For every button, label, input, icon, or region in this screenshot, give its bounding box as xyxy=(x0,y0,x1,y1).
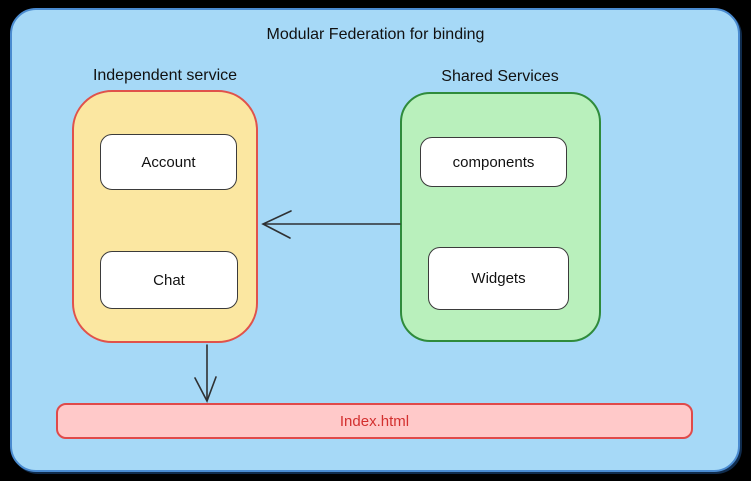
node-account[interactable]: Account xyxy=(100,134,237,190)
node-components[interactable]: components xyxy=(420,137,567,187)
node-index-html-label: Index.html xyxy=(339,412,410,430)
node-account-label: Account xyxy=(141,153,196,171)
group-label-shared-services: Shared Services xyxy=(441,68,559,85)
node-widgets-label: Widgets xyxy=(471,270,526,287)
node-widgets[interactable]: Widgets xyxy=(428,247,569,310)
node-index-html[interactable]: Index.html xyxy=(56,403,693,439)
diagram-title: Modular Federation for binding xyxy=(266,26,485,43)
node-components-label: components xyxy=(452,153,535,171)
node-chat[interactable]: Chat xyxy=(100,251,238,309)
node-chat-label: Chat xyxy=(153,271,185,289)
group-label-independent-service: Independent service xyxy=(92,67,238,84)
